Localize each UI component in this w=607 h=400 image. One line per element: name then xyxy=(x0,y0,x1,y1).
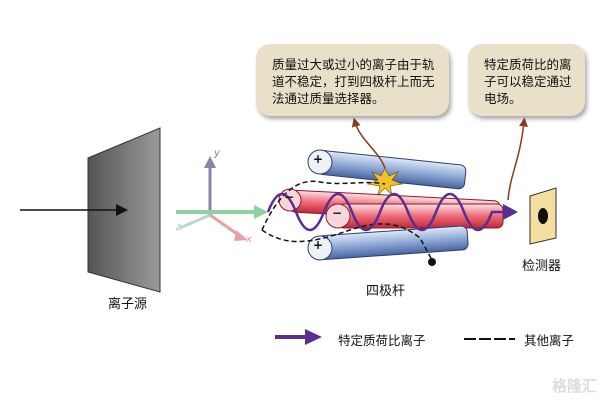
callout-unstable-ions: 质量过大或过小的离子由于轨道不稳定，打到四极杆上而无法通过质量选择器。 xyxy=(256,44,449,116)
rod-bottom-positive xyxy=(317,225,469,261)
other-ion-path xyxy=(261,180,386,231)
axis-z-label: z xyxy=(176,222,182,233)
callout-stable-ions: 特定质荷比的离子可以稳定通过电场。 xyxy=(468,44,585,116)
minus-sign: − xyxy=(284,190,295,204)
detector-label: 检测器 xyxy=(522,259,562,274)
legend-specific-label: 特定质荷比离子 xyxy=(338,333,426,348)
watermark: 格隆汇 xyxy=(551,377,597,395)
rod-front-negative xyxy=(337,203,504,229)
ion-source-label: 离子源 xyxy=(108,297,148,312)
specific-ion-path xyxy=(266,192,505,232)
minus-sign: − xyxy=(332,206,343,220)
axis-x-label: x xyxy=(246,234,252,245)
legend-other-label: 其他离子 xyxy=(524,333,575,348)
impact-flash-icon xyxy=(366,167,404,196)
plus-sign: + xyxy=(313,238,324,252)
axis-y-label: y xyxy=(214,148,220,159)
quadrupole-label: 四极杆 xyxy=(366,284,406,299)
other-ion-path-2 xyxy=(261,223,433,261)
plus-sign: + xyxy=(313,152,324,166)
axes-icon xyxy=(176,156,268,241)
